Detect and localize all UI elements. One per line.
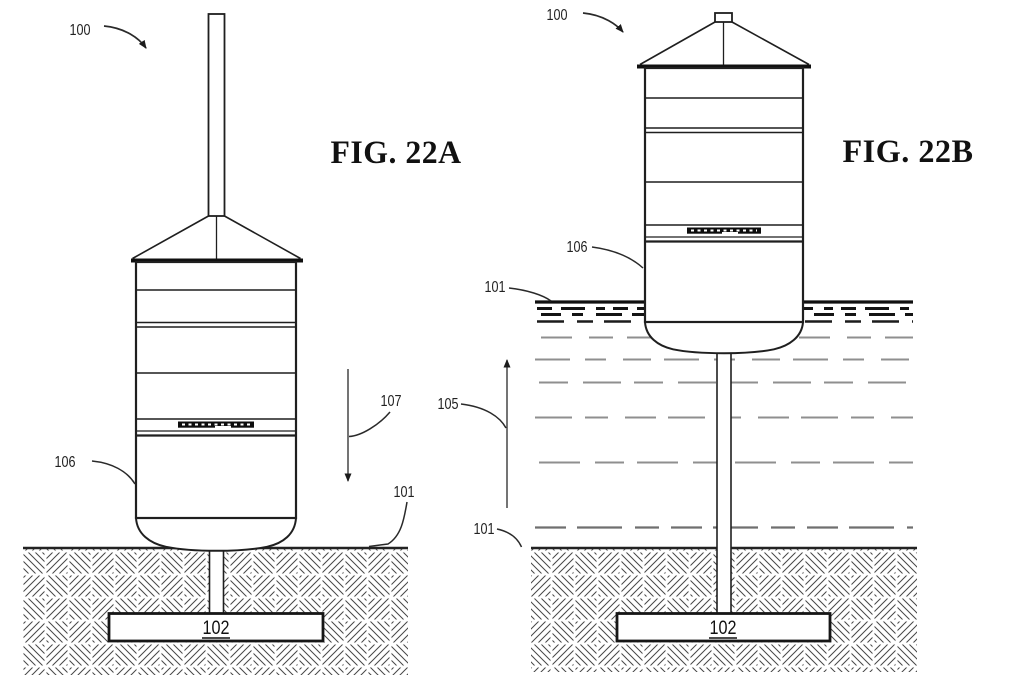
figure-title-22b: FIG. 22B (843, 134, 974, 170)
ref-label-100: 100 (547, 7, 568, 24)
leader-line (460, 403, 507, 429)
mast (207, 13, 226, 217)
ref-label-101-ground: 101 (474, 521, 495, 538)
hull-body (134, 260, 298, 520)
hull-body (643, 66, 805, 324)
sensor-strip (687, 227, 761, 235)
anchor-base-plate: 102 (107, 612, 325, 643)
figure-22a: 102 (23, 13, 462, 675)
ref-arrow-100 (582, 12, 624, 33)
ref-label-101: 101 (394, 484, 415, 501)
hull-rounded-bottom (134, 517, 298, 552)
cone-top (131, 215, 303, 263)
ref-arrow-100 (103, 25, 147, 49)
mast-cap (714, 12, 733, 23)
support-shaft (208, 538, 225, 614)
support-shaft (716, 344, 732, 614)
leader-line (496, 528, 523, 548)
ref-label-102: 102 (710, 618, 737, 639)
leader-line (91, 460, 136, 485)
ref-label-106: 106 (567, 239, 588, 256)
hull-rounded-bottom (643, 321, 805, 355)
leader-line (508, 287, 552, 302)
figure-title-22a: FIG. 22A (331, 135, 462, 171)
sensor-strip (178, 421, 254, 429)
ref-label-101-surface: 101 (485, 279, 506, 296)
leader-line (348, 411, 391, 438)
ref-label-102: 102 (203, 618, 230, 639)
anchor-base-plate: 102 (615, 612, 832, 643)
ref-label-106: 106 (55, 454, 76, 471)
leader-line (368, 501, 408, 548)
figure-22b: 102 1 (438, 7, 974, 672)
cone-top (637, 21, 811, 69)
ref-label-105: 105 (438, 396, 459, 413)
ref-label-100: 100 (70, 22, 91, 39)
leader-line (591, 246, 644, 269)
ref-label-107: 107 (381, 393, 402, 410)
